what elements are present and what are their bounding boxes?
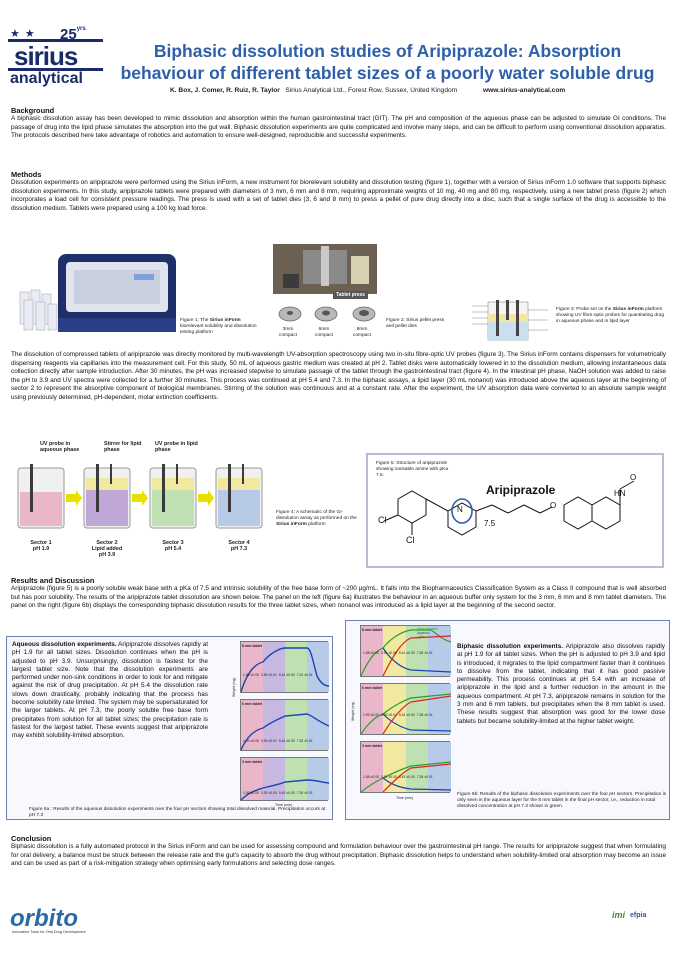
logo-brand-top: sirius (14, 41, 78, 71)
figure-4-schematic (12, 464, 276, 532)
aqueous-plot-3mm: 3 mm tablet 1.90 ±0.00 3.93 ±0.00 5.43 ±… (240, 757, 329, 801)
methods-text-1: Dissolution experiments on aripiprazole … (11, 179, 666, 212)
pka-label: 7.5 (484, 519, 496, 528)
aqueous-xlabel: Time (min) (275, 803, 293, 807)
aqueous-ylabel: Weight (mg) (232, 677, 236, 697)
orbito-tagline: Innovative Tools for Oral Drug Developme… (12, 930, 86, 934)
atom-o-carbonyl: O (630, 473, 637, 482)
orbito-logo: orbito (10, 905, 78, 932)
poster-title: Biphasic dissolution studies of Aripipra… (120, 41, 655, 83)
logo-years: 25yrs (60, 26, 86, 43)
atom-hn: HN (614, 489, 626, 498)
methods-heading: Methods (11, 170, 42, 179)
authors-line: K. Box, J. Comer, R. Ruiz, R. Taylor Sir… (170, 87, 566, 94)
results-text: Aripiprazole (figure 5) is a poorly solu… (11, 585, 666, 610)
atom-n: N (457, 505, 463, 514)
figure-5-structure: Figure 5: Structure of aripiprazole show… (366, 453, 664, 568)
imi-logo: imi (612, 910, 626, 920)
figure-2-caption: Figure 2: Sirius pellet press and pellet… (386, 318, 445, 329)
background-text: A biphasic dissolution assay has been de… (11, 115, 666, 140)
tablet-press-label: Tablet press (333, 291, 369, 299)
aqueous-plot-8mm: 8 mm tablet 1.89 ±0.00 3.89 ±0.01 5.41 ±… (240, 641, 329, 693)
atom-cl-1: Cl (378, 515, 387, 525)
atom-cl-2: Cl (406, 535, 415, 545)
figure-1-caption: Figure 1: The Sirius inForm biorelevant … (180, 318, 257, 335)
figure-3-caption: Figure 3: Probe set on the Sirius inForm… (556, 307, 664, 324)
aqueous-plot-6mm: 6 mm tablet 1.90 ±0.00 3.93 ±0.01 5.43 ±… (240, 699, 329, 751)
background-section: Background A biphasic dissolution assay … (11, 106, 666, 141)
figure-6a-caption: Figure 6a : Results of the aqueous disso… (29, 807, 326, 818)
label-uv-probe-lipid: UV probe in lipid phase (155, 441, 198, 453)
methods-section-2: The dissolution of compressed tablets of… (11, 351, 666, 403)
biphasic-ylabel: Weight (mg) (351, 701, 355, 721)
conclusion-text: Biphasic dissolution is a fully automate… (11, 843, 666, 868)
compact-8mm-label: 8mm compact (352, 327, 372, 338)
figure-2-press-photo (273, 244, 377, 294)
biphasic-xlabel: Time (min) (396, 796, 414, 800)
compound-name: Aripiprazole (486, 483, 556, 497)
figure-3-probe-diagram (470, 300, 550, 342)
aqueous-panel: Aqueous dissolution experiments. Aripipr… (6, 636, 333, 820)
figure-4-caption: Figure 4: A schematic of the GI-dissolut… (276, 510, 357, 527)
aqueous-text: Aqueous dissolution experiments. Aripipr… (12, 641, 208, 740)
atom-o: O (550, 501, 557, 510)
compact-6mm-label: 6mm compact (314, 327, 334, 338)
figure-2-dies (276, 302, 380, 324)
figure-5-caption: Figure 5: Structure of aripiprazole show… (376, 461, 448, 478)
results-heading: Results and Discussion (11, 576, 95, 585)
background-heading: Background (11, 106, 55, 115)
biphasic-text: Biphasic dissolution experiments. Aripip… (457, 643, 666, 725)
conclusion-heading: Conclusion (11, 834, 52, 843)
figure-6b-caption: Figure 6b: Results of the biphasic disso… (457, 792, 667, 809)
biphasic-plot-6mm: 6 mm tablet 1.90 ±0.00 3.93 ±0.01 5.44 ±… (360, 683, 451, 735)
methods-section: Methods Dissolution experiments on aripi… (11, 170, 666, 213)
methods-text-2: The dissolution of compressed tablets of… (11, 351, 666, 401)
results-section: Results and Discussion Aripiprazole (fig… (11, 576, 666, 611)
efpia-logo: efpia (630, 912, 647, 919)
label-stirrer-lipid: Stirrer for lipid phase (104, 441, 142, 453)
logo-brand-bottom: analytical (10, 70, 83, 87)
biphasic-plot-3mm: 3 mm tablet 1.89 ±0.00 3.92 ±0.00 5.43 ±… (360, 741, 451, 793)
compact-3mm-label: 3mm compact (278, 327, 298, 338)
label-uv-probe-aqueous: UV probe in aqueous phase (40, 441, 80, 453)
sirius-logo: ★ ★ 25yrs sirius analytical (8, 26, 103, 90)
figure-1-instrument (14, 244, 178, 344)
website-link[interactable]: www.sirius-analytical.com (483, 87, 566, 94)
conclusion-section: Conclusion Biphasic dissolution is a ful… (11, 834, 666, 869)
stars-icon: ★ ★ (10, 28, 36, 40)
